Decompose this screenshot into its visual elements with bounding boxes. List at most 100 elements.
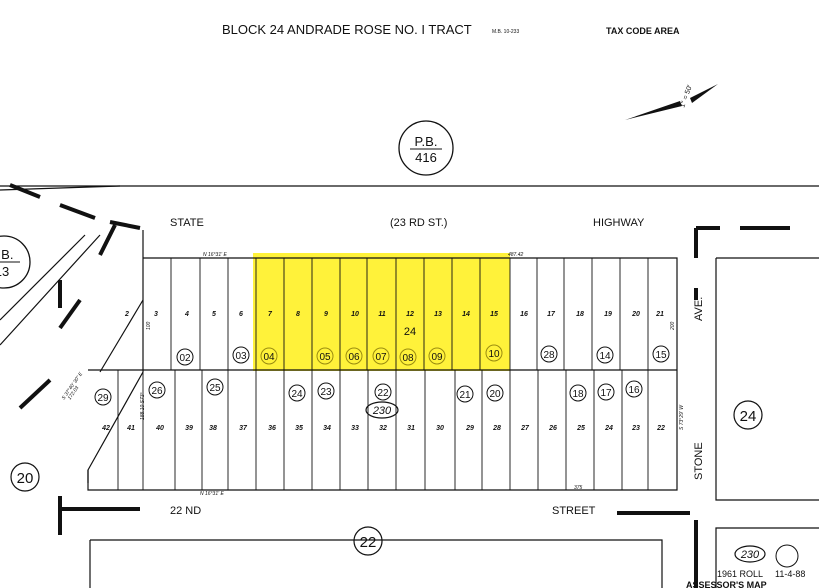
- parcel-21[interactable]: 21: [456, 385, 474, 403]
- block-label: 24: [404, 326, 416, 338]
- svg-text:06: 06: [348, 352, 360, 363]
- svg-text:24: 24: [291, 389, 303, 400]
- lot-number: 18: [576, 311, 584, 318]
- parcel-06[interactable]: 06: [345, 347, 363, 365]
- street-ave: AVE.: [693, 297, 705, 321]
- parcel-04[interactable]: 04: [260, 347, 278, 365]
- svg-text:22: 22: [360, 534, 377, 551]
- parcel-08[interactable]: 08: [399, 348, 417, 366]
- lot-number: 30: [436, 425, 444, 432]
- lot-number: 4: [184, 311, 189, 318]
- svg-text:230: 230: [372, 405, 392, 417]
- svg-text:20: 20: [489, 389, 501, 400]
- lot-number: 6: [239, 311, 243, 318]
- parcel-29[interactable]: 29: [94, 388, 112, 406]
- lot-number: 34: [323, 425, 331, 432]
- svg-text:10: 10: [488, 349, 500, 360]
- svg-text:17: 17: [600, 388, 612, 399]
- scale-label: 1" = 50': [679, 84, 694, 108]
- lot-number: 2: [124, 311, 129, 318]
- parcel-05[interactable]: 05: [316, 347, 334, 365]
- svg-text:23: 23: [320, 387, 332, 398]
- parcel-16[interactable]: 16: [625, 380, 643, 398]
- svg-text:28: 28: [543, 350, 555, 361]
- svg-text:P.B.: P.B.: [0, 247, 13, 262]
- lot-number: 5: [212, 311, 216, 318]
- lot-number: 13: [434, 311, 442, 318]
- map-title: BLOCK 24 ANDRADE ROSE NO. I TRACT: [222, 22, 472, 37]
- lot-number: 10: [351, 311, 359, 318]
- street-street: STREET: [552, 505, 596, 517]
- parcel-23[interactable]: 23: [317, 382, 335, 400]
- parcel-24[interactable]: 24: [288, 384, 306, 402]
- page-ref-north: P.B. 416: [398, 120, 454, 176]
- north-arrow-icon: 1" = 50': [625, 84, 718, 120]
- highlighted-parcels[interactable]: [253, 253, 510, 371]
- lot-number: 20: [631, 311, 640, 318]
- parcel-25[interactable]: 25: [206, 378, 224, 396]
- parcel-22[interactable]: 22: [374, 383, 392, 401]
- svg-text:416: 416: [415, 150, 437, 165]
- parcel-10[interactable]: 10: [485, 344, 503, 362]
- lot-number: 36: [268, 425, 276, 432]
- parcel-20[interactable]: 20: [486, 384, 504, 402]
- parcel-26[interactable]: 26: [148, 381, 166, 399]
- lot-lines: [117, 258, 649, 490]
- svg-text:15: 15: [655, 350, 667, 361]
- adjacent-block-24: 24: [733, 400, 763, 430]
- lot-number: 38: [209, 425, 217, 432]
- lot-number: 17: [547, 311, 556, 318]
- street-stone: STONE: [693, 442, 705, 480]
- parcel-17[interactable]: 17: [597, 383, 615, 401]
- parcel-09[interactable]: 09: [428, 347, 446, 365]
- depth-east: 200: [670, 321, 676, 331]
- page-ref-west: P.B. 13: [0, 235, 31, 289]
- map-footer: 230 1961 ROLL 11-4-88 ASSESSOR'S MAP: [686, 544, 805, 588]
- lot-number: 27: [520, 425, 530, 432]
- svg-text:22: 22: [377, 388, 389, 399]
- svg-text:18: 18: [572, 389, 584, 400]
- parcel-02[interactable]: 02: [176, 348, 194, 366]
- street-highway: HIGHWAY: [593, 217, 645, 229]
- svg-text:02: 02: [179, 353, 191, 364]
- lot-number: 35: [295, 425, 303, 432]
- lot-number: 7: [268, 311, 273, 318]
- lot-number: 37: [239, 425, 248, 432]
- lot-number: 39: [185, 425, 193, 432]
- lot-number: 40: [155, 425, 164, 432]
- svg-text:05: 05: [319, 352, 331, 363]
- svg-text:09: 09: [431, 352, 443, 363]
- lot-number: 41: [126, 425, 135, 432]
- svg-text:03: 03: [235, 351, 247, 362]
- parcel-03[interactable]: 03: [232, 346, 250, 364]
- svg-text:26: 26: [151, 386, 163, 397]
- lot-number: 24: [604, 425, 613, 432]
- lot-number: 11: [378, 311, 385, 318]
- svg-text:25: 25: [209, 383, 221, 394]
- bearing-east: S 73°29' W: [679, 404, 685, 430]
- lot-number: 28: [492, 425, 501, 432]
- svg-text:29: 29: [97, 393, 109, 404]
- svg-text:24: 24: [740, 408, 757, 425]
- svg-text:230: 230: [740, 549, 760, 561]
- svg-text:08: 08: [402, 353, 414, 364]
- parcel-07[interactable]: 07: [372, 347, 390, 365]
- adjacent-block-22: 22: [353, 526, 383, 556]
- lot-number: 25: [576, 425, 585, 432]
- svg-text:04: 04: [263, 352, 275, 363]
- bearing-north: N 16°31' E: [203, 252, 227, 258]
- lot-number: 9: [324, 311, 328, 318]
- parcel-18[interactable]: 18: [569, 384, 587, 402]
- lot-number: 42: [101, 425, 110, 432]
- parcel-14[interactable]: 14: [596, 346, 614, 364]
- parcel-15[interactable]: 15: [652, 345, 670, 363]
- lot-number: 22: [656, 425, 665, 432]
- svg-text:21: 21: [459, 390, 471, 401]
- bearing-south: N 16°31' E: [200, 491, 224, 497]
- map-date: 11-4-88: [775, 569, 805, 579]
- lot-number: 19: [604, 311, 612, 318]
- assessors-map-label: ASSESSOR'S MAP: [686, 580, 767, 588]
- parcel-28[interactable]: 28: [540, 345, 558, 363]
